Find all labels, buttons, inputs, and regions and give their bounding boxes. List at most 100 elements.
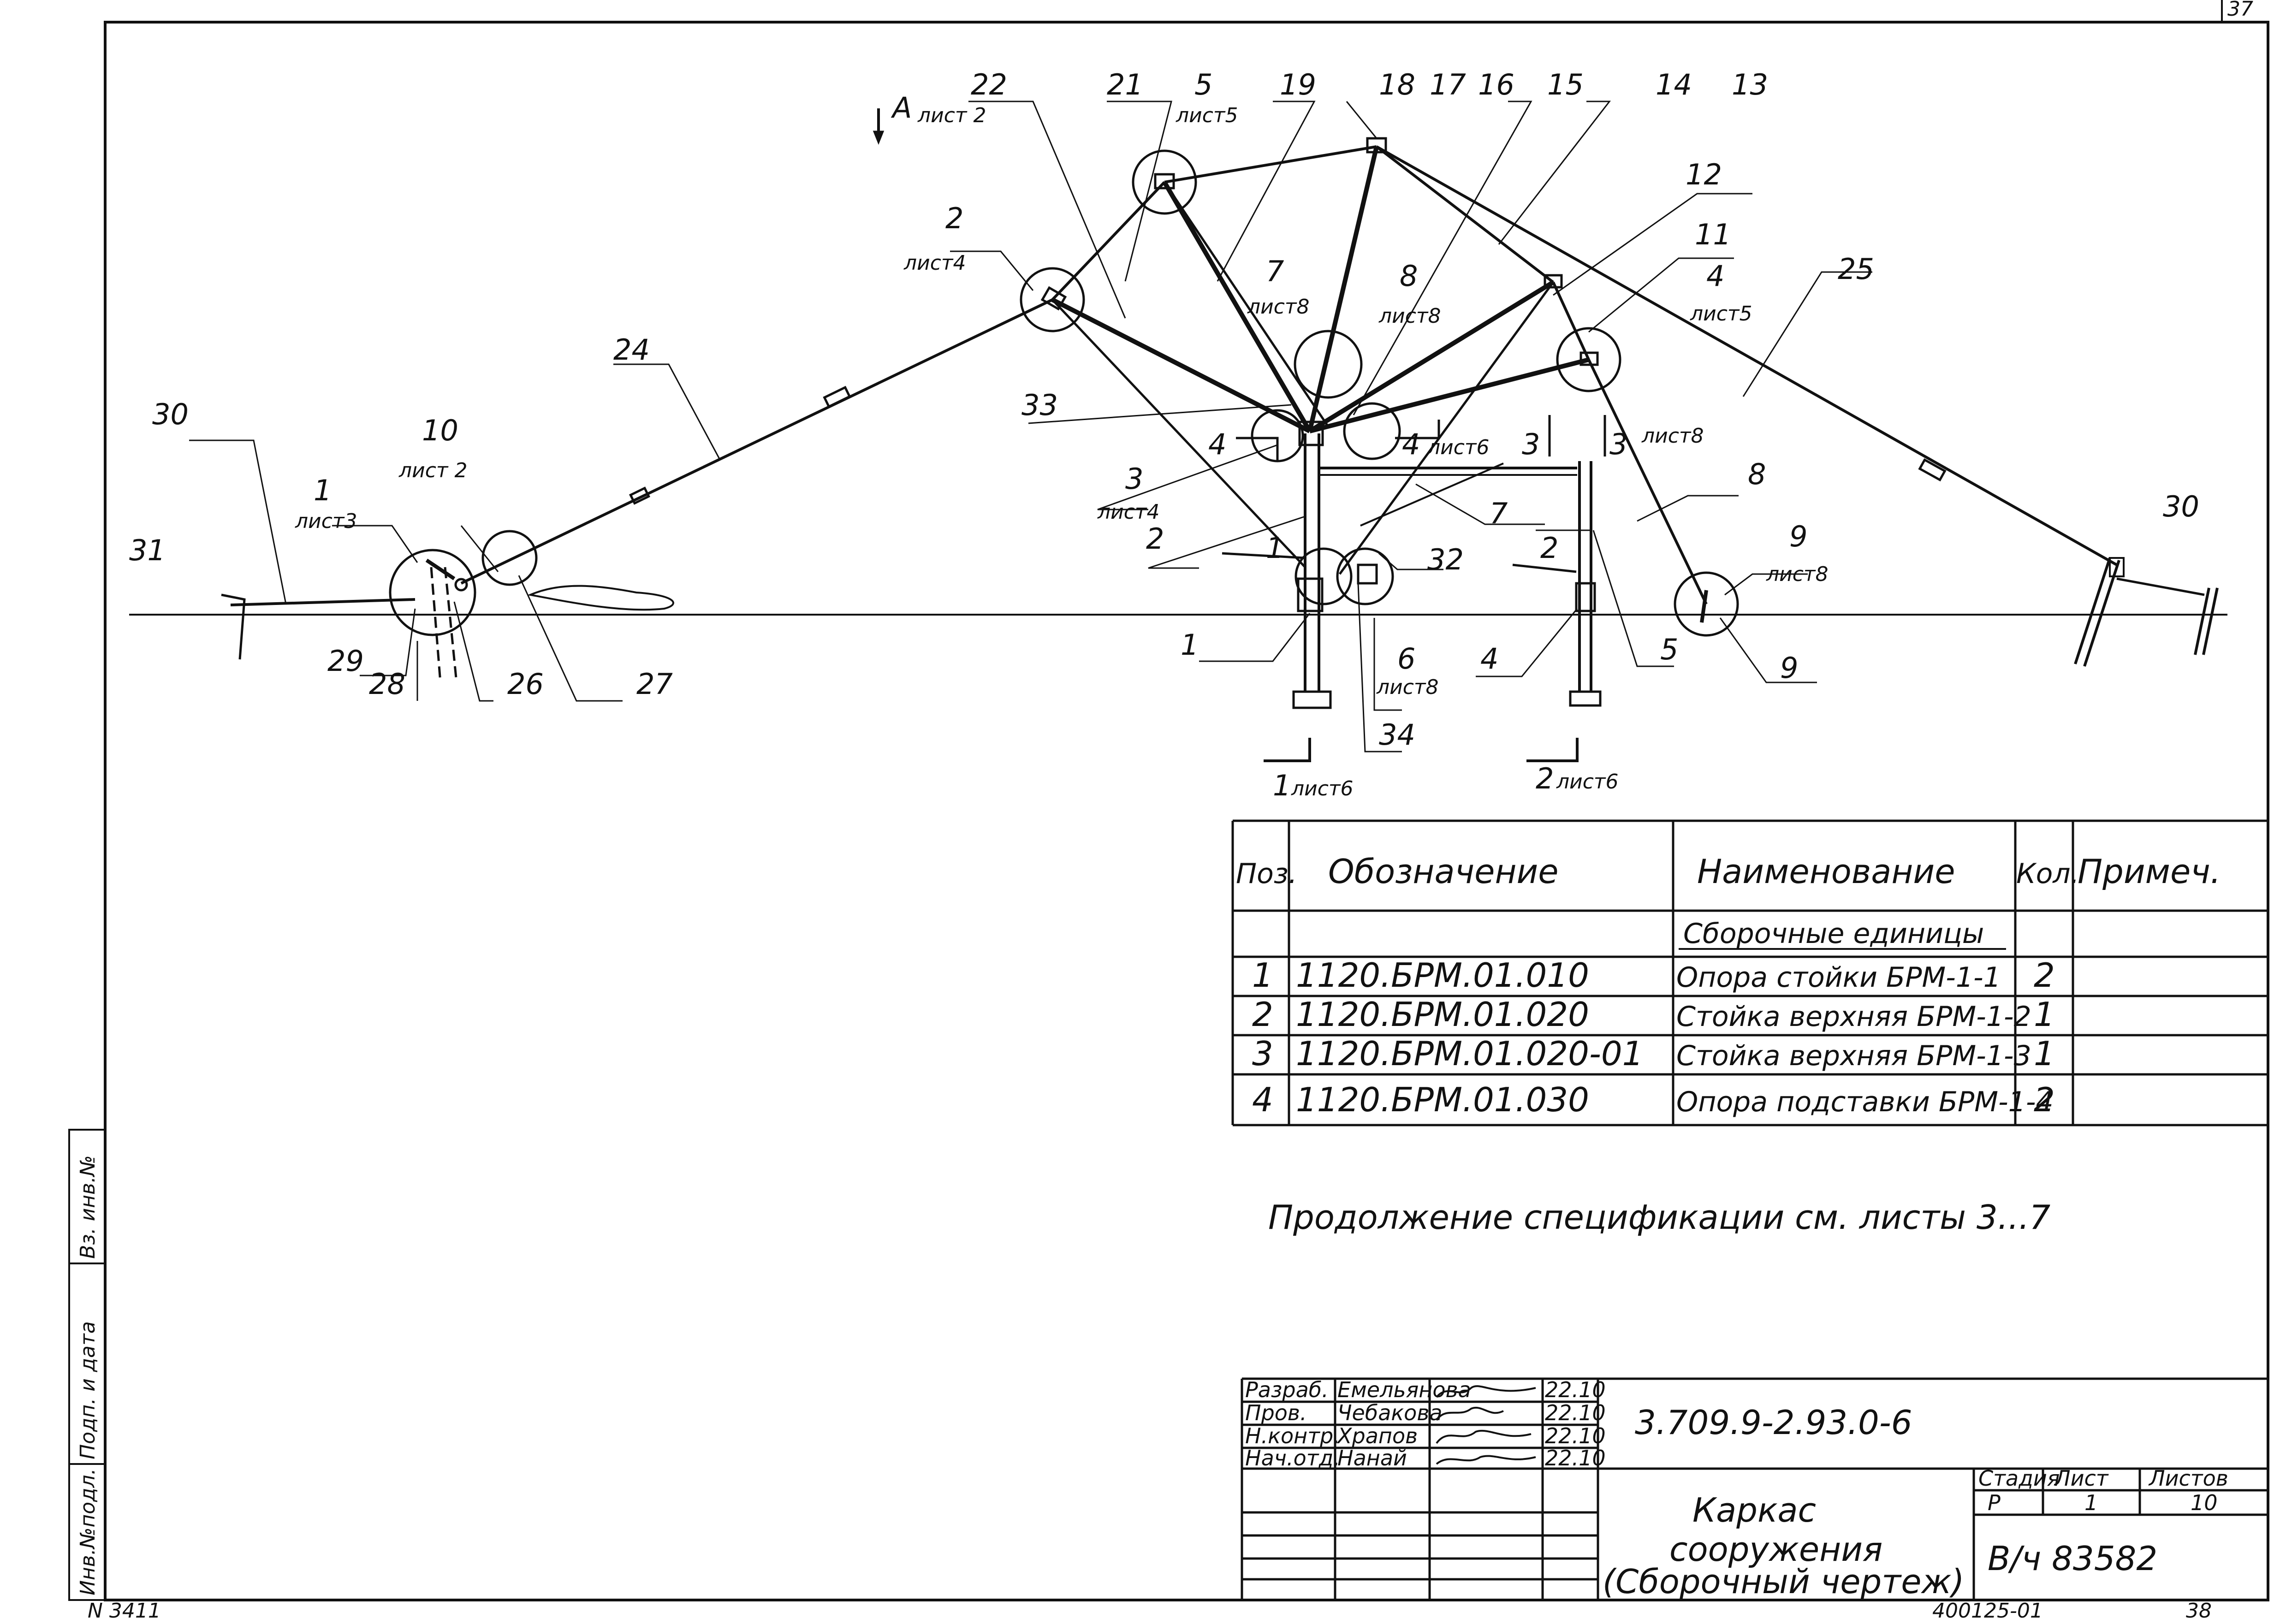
- spec-row-name: Опора стойки БРМ-1-1: [1676, 961, 2001, 994]
- tb-date: 22.10: [1545, 1446, 1606, 1470]
- doc-title-3: (Сборочный чертеж): [1603, 1562, 1964, 1601]
- pos-label: 13: [1732, 68, 1768, 101]
- pos-label: 5: [1660, 633, 1678, 666]
- sheet-ref: лист8: [1247, 295, 1310, 319]
- pos-label: 34: [1379, 718, 1415, 752]
- sheet-ref: лист4: [1097, 500, 1160, 524]
- pos-label: 10: [422, 414, 458, 447]
- pos-label: 18: [1379, 68, 1415, 101]
- sheet-ref: лист8: [1376, 676, 1439, 699]
- archive-number: 400125-01: [1932, 1599, 2043, 1623]
- stamp-podp-data: Подп. и дата: [76, 1321, 100, 1459]
- pos-label: 29: [327, 644, 364, 678]
- spec-table: Поз. Обозначение Наименование Кол. Приме…: [1231, 819, 2268, 1126]
- pos-label: 30: [152, 397, 189, 431]
- section-mark-label: 4: [1402, 427, 1420, 461]
- pos-label: 25: [1838, 252, 1874, 286]
- tb-role: Пров.: [1245, 1400, 1307, 1425]
- spec-row-pos: 1: [1252, 956, 1273, 995]
- sheet-ref: лист6: [1556, 770, 1619, 794]
- sheet-ref: лист6: [1291, 777, 1354, 800]
- sheet-ref: лист 2: [917, 104, 986, 127]
- tb-name: Храпов: [1336, 1423, 1418, 1448]
- tb-date: 22.10: [1545, 1423, 1606, 1448]
- pos-label: 30: [2163, 490, 2199, 523]
- pos-label: 9: [1789, 520, 1807, 553]
- doc-code: 3.709.9-2.93.0-6: [1635, 1403, 1912, 1442]
- section-mark-label: 4: [1208, 427, 1226, 461]
- spec-row-name: Опора подставки БРМ-1-4: [1676, 1086, 2054, 1118]
- title-block: Разраб. Емельянова 22.10 Пров. Чебакова …: [1241, 1377, 2268, 1601]
- spec-row-code: 1120.БРМ.01.020-01: [1296, 1034, 1643, 1073]
- pos-label: 24: [613, 333, 650, 367]
- sheet-ref: лист 2: [398, 459, 468, 482]
- pos-label: 3: [1125, 462, 1143, 496]
- pos-label: 1: [1181, 628, 1199, 662]
- pos-label: 17: [1430, 68, 1466, 101]
- section-mark-label: 3: [1522, 427, 1540, 461]
- spec-row-code: 1120.БРМ.01.010: [1296, 956, 1589, 995]
- spec-row-name: Стойка верхняя БРМ-1-2: [1676, 1001, 2031, 1033]
- side-stamp: Инв.№подл. Подп. и дата Вз. инв.№: [68, 1129, 106, 1601]
- spec-header-note: Примеч.: [2078, 852, 2221, 891]
- corner-sheet-bottom: 38: [2186, 1599, 2212, 1623]
- spec-row-name: Стойка верхняя БРМ-1-3: [1676, 1040, 2031, 1072]
- pos-label: 27: [636, 667, 673, 701]
- sheet-ref: лист8: [1378, 304, 1441, 328]
- position-labels: 22 21 5 19 18 17 16 15 14 13 12 11 4 25 …: [129, 68, 2199, 802]
- tb-role: Н.контр.: [1245, 1423, 1340, 1448]
- tb-stage: Р: [1988, 1490, 2001, 1515]
- tb-sheet-header: Лист: [2054, 1466, 2109, 1491]
- pos-label: 2: [1146, 522, 1164, 556]
- pos-label: 14: [1656, 68, 1692, 101]
- spec-row-pos: 3: [1252, 1034, 1273, 1073]
- tb-role: Разраб.: [1245, 1377, 1329, 1402]
- doc-title-1: Каркас: [1692, 1491, 1816, 1529]
- leader-lines: [189, 101, 1872, 762]
- pos-label: 2: [945, 202, 963, 235]
- signature-marks: [1436, 1385, 1536, 1465]
- pos-label: 8: [1400, 259, 1418, 293]
- sheet-ref: лист6: [1427, 436, 1490, 459]
- pos-label: 2: [1540, 531, 1558, 565]
- tb-sheets-header: Листов: [2148, 1466, 2228, 1491]
- tb-date: 22.10: [1545, 1400, 1606, 1425]
- spec-row-pos: 2: [1252, 995, 1273, 1034]
- pos-label: 15: [1547, 68, 1584, 101]
- pos-label: 8: [1748, 457, 1766, 491]
- tb-name: Нанай: [1337, 1446, 1407, 1470]
- pos-label: 22: [971, 68, 1007, 101]
- continuation-note: Продолжение спецификации см. листы 3...7: [1268, 1198, 2050, 1237]
- section-mark-label: 2: [1536, 762, 1554, 795]
- pos-label: 1: [1266, 531, 1284, 565]
- pos-label: 6: [1397, 642, 1415, 676]
- pos-label: 11: [1695, 218, 1731, 251]
- spec-section-title: Сборочные единицы: [1683, 918, 1984, 950]
- drawing-frame: [104, 21, 2269, 1601]
- doc-title-2: сооружения: [1669, 1530, 1882, 1569]
- sheet-ref: лист8: [1641, 424, 1704, 448]
- sheet-references: лист 2 лист5 лист4 лист8 лист8 лист5 лис…: [295, 104, 1829, 800]
- spec-header-name: Наименование: [1697, 852, 1955, 891]
- spec-header-code: Обозначение: [1328, 852, 1559, 891]
- sheet-ref: лист4: [903, 251, 966, 275]
- spec-row-qty: 1: [2034, 1034, 2055, 1073]
- sheet-ref: лист5: [1176, 104, 1238, 127]
- spec-row-qty: 2: [2034, 956, 2055, 995]
- pos-label: 7: [1490, 497, 1508, 530]
- tb-stage-header: Стадия: [1978, 1466, 2060, 1491]
- pos-label: 4: [1706, 259, 1724, 293]
- spec-row-code: 1120.БРМ.01.020: [1296, 995, 1589, 1034]
- tb-name: Чебакова: [1337, 1400, 1443, 1425]
- sheet-ref: лист8: [1766, 563, 1829, 586]
- org-name: В/ч 83582: [1988, 1539, 2157, 1578]
- sheet-ref: лист5: [1690, 302, 1752, 326]
- pos-label: 26: [507, 667, 544, 701]
- pos-label: 32: [1427, 543, 1464, 576]
- sheet-ref: лист3: [295, 510, 357, 533]
- spec-row-qty: 1: [2034, 995, 2055, 1034]
- section-mark-label: 1: [1273, 769, 1291, 802]
- pos-label: 28: [369, 667, 405, 701]
- pos-label: 7: [1266, 255, 1284, 288]
